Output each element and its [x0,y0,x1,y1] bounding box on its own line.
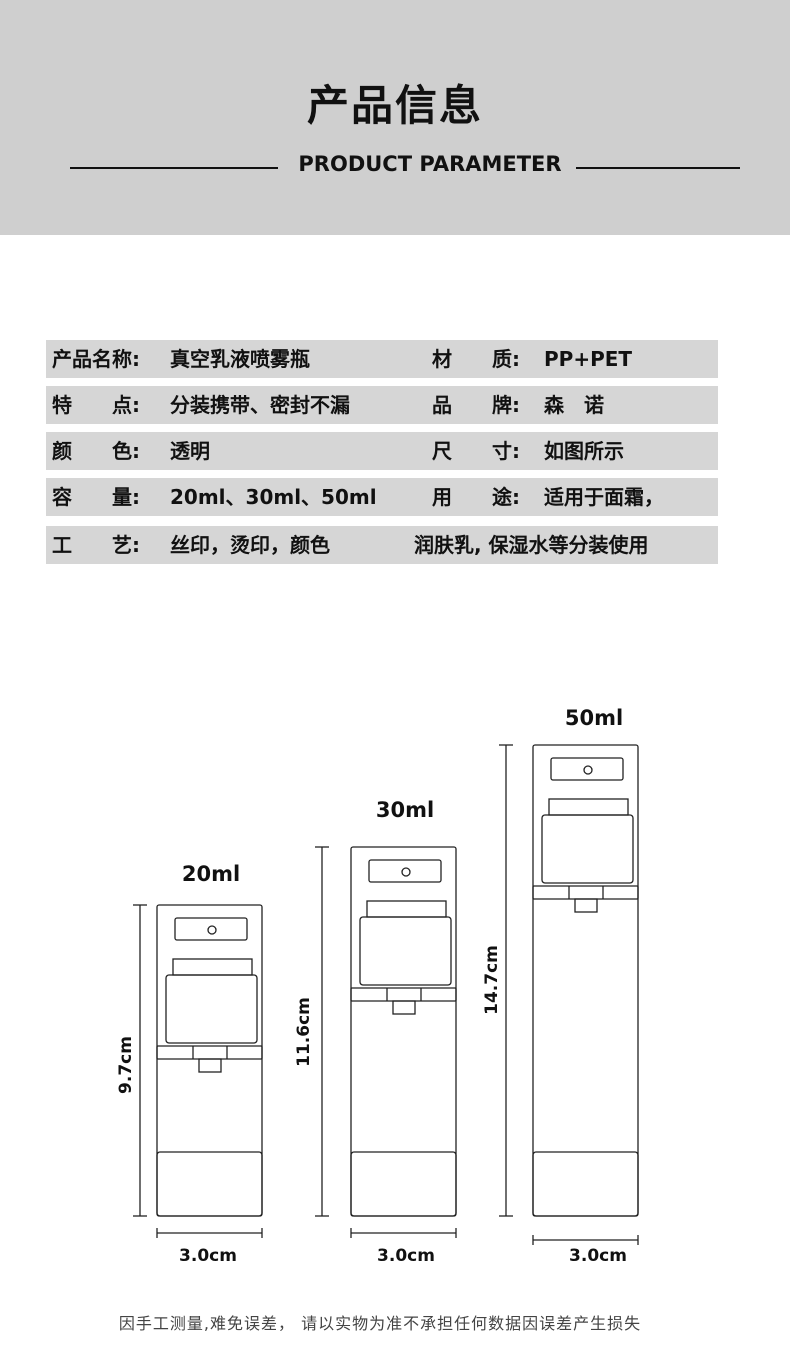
height-dimension-20ml [133,904,147,1217]
page-subtitle: PRODUCT PARAMETER [298,152,562,176]
spec-value: PP+PET [544,347,633,371]
spec-label: 特 点: [52,393,140,417]
disclaimer-note: 因手工测量,难免误差， 请以实物为准不承担任何数据因误差产生损失 [118,1314,642,1333]
spec-value: 真空乳液喷雾瓶 [170,347,310,371]
spec-value: 20ml、30ml、50ml [170,485,377,509]
width-label-20ml: 3.0cm [179,1246,237,1266]
spec-value: 透明 [170,439,210,463]
spec-label: 容 量: [52,485,140,509]
spec-value: 润肤乳, 保湿水等分装使用 [414,533,649,557]
spec-value: 如图所示 [544,439,624,463]
spec-label: 品 牌: [432,393,520,417]
bottle-30ml-illustration [350,846,457,1217]
spec-label: 用 途: [432,485,520,509]
width-label-50ml: 3.0cm [569,1246,627,1266]
header-band: 产品信息 PRODUCT PARAMETER [0,0,790,235]
spec-row: 工 艺: 丝印，烫印，颜色 润肤乳, 保湿水等分装使用 [46,526,718,564]
spec-label: 材 质: [432,347,520,371]
width-label-30ml: 3.0cm [377,1246,435,1266]
divider-left [70,167,278,169]
capacity-label-20ml: 20ml [181,862,241,886]
spec-label: 尺 寸: [432,439,520,463]
capacity-label-50ml: 50ml [564,706,624,730]
height-label-20ml: 9.7cm [116,1036,136,1094]
width-dimension-50ml [532,1235,639,1245]
height-dimension-30ml [315,846,329,1217]
spec-label: 产品名称: [52,347,140,371]
divider-right [576,167,740,169]
width-dimension-30ml [350,1228,457,1238]
spec-value: 森 诺 [544,393,604,417]
bottle-50ml-illustration [532,744,639,1217]
page-title: 产品信息 [306,81,483,130]
height-dimension-50ml [499,744,513,1217]
spec-row: 容 量: 20ml、30ml、50ml 用 途: 适用于面霜， [46,478,718,516]
spec-label: 工 艺: [52,533,140,557]
height-label-30ml: 11.6cm [294,997,314,1067]
height-label-50ml: 14.7cm [482,945,502,1015]
spec-label: 颜 色: [52,439,140,463]
width-dimension-20ml [156,1228,263,1238]
spec-value: 丝印，烫印，颜色 [170,533,330,557]
spec-row: 颜 色: 透明 尺 寸: 如图所示 [46,432,718,470]
spec-row: 产品名称: 真空乳液喷雾瓶 材 质: PP+PET [46,340,718,378]
bottle-20ml-illustration [156,904,263,1217]
capacity-label-30ml: 30ml [375,798,435,822]
spec-value: 适用于面霜， [544,485,664,509]
spec-row: 特 点: 分装携带、密封不漏 品 牌: 森 诺 [46,386,718,424]
spec-value: 分装携带、密封不漏 [170,393,350,417]
